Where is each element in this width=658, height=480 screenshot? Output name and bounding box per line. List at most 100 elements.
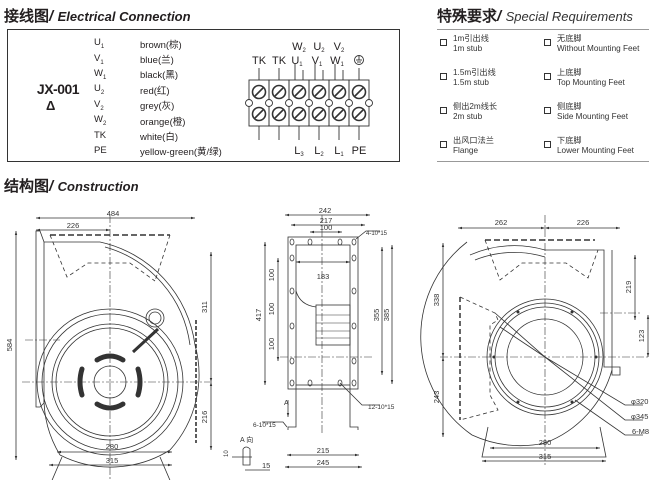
wire-code-letter: V: [94, 98, 101, 110]
dim-rear-dia-outer: φ345: [631, 412, 648, 421]
dim-side-hole-pitch-top: 100: [320, 223, 333, 232]
terminal-label-mid: TK: [252, 55, 267, 67]
link-hole: [285, 99, 293, 107]
requirement-label-en: Lower Mounting Feet: [557, 145, 634, 155]
screw-slot: [314, 109, 324, 119]
dim-rear-foot-inner: 280: [539, 438, 552, 447]
terminal-label-top: V2: [334, 41, 345, 54]
terminal-label-mid: V1: [312, 55, 323, 68]
dim-detail-height: 10: [224, 450, 230, 457]
dim-side-pitch-2: 100: [267, 303, 276, 316]
requirement-label-zh: 1m引出线: [453, 34, 489, 43]
dim-side-hole-span: 217: [320, 216, 333, 225]
wire-color: white(白): [140, 132, 179, 144]
screw-slot: [354, 87, 364, 97]
checkbox[interactable]: [440, 141, 447, 148]
title-slash: /: [49, 178, 54, 195]
checkbox[interactable]: [440, 39, 447, 46]
wire-code-letter: U: [94, 83, 101, 95]
title-slash: /: [49, 8, 54, 25]
wire-code-letter: W: [94, 114, 103, 126]
checkbox[interactable]: [544, 39, 551, 46]
checkbox[interactable]: [544, 107, 551, 114]
requirement-label-zh: 上底脚: [557, 68, 582, 77]
wire-code: U2: [94, 83, 140, 96]
wire-code-subscript: 1: [100, 44, 105, 51]
rear-view-drawing: [420, 215, 650, 467]
ground-icon: [354, 55, 364, 65]
wire-code: V2: [94, 99, 140, 112]
title-zh: 接线图: [4, 7, 50, 25]
dim-side-inner-width: 183: [317, 272, 330, 281]
terminal-label-top: U2: [313, 41, 325, 54]
screw-slot: [334, 87, 344, 97]
wire-code: PE: [94, 145, 140, 158]
link-hole: [325, 99, 333, 107]
construction-title: 结构图/ Construction: [4, 175, 139, 196]
requirement-label-zh: 无底脚: [557, 34, 582, 43]
electrical-connection-title: 接线图/ Electrical Connection: [4, 5, 191, 26]
screw-slot: [354, 109, 364, 119]
wire-code: W1: [94, 68, 140, 81]
side-view-drawing: [232, 213, 394, 471]
checkbox[interactable]: [440, 73, 447, 80]
delta-connection-symbol: Δ: [46, 98, 56, 113]
checkbox[interactable]: [544, 73, 551, 80]
dim-front-foot-inner: 280: [106, 442, 119, 451]
title-zh: 特殊要求: [437, 7, 498, 25]
wire-color: black(黑): [140, 70, 179, 82]
wire-color: blue(兰): [140, 55, 174, 67]
dim-front-foot-outer: 315: [106, 456, 119, 465]
screw-slot: [274, 109, 284, 119]
requirement-label-en: Top Mounting Feet: [557, 77, 625, 87]
wire-color: brown(棕): [140, 39, 182, 51]
requirement-label-en: Side Mounting Feet: [557, 111, 629, 121]
construction-drawings: 484 226 584 311 216 280 315 242 217 100 …: [5, 206, 650, 480]
title-en: Construction: [57, 179, 139, 194]
dim-rear-right-width: 226: [577, 218, 590, 227]
dim-front-overall-height: 584: [5, 339, 14, 352]
requirement-label-en: 2m stub: [453, 111, 483, 121]
terminal-label-bottom: PE: [352, 145, 367, 157]
wire-row: PE yellow-green(黄/绿): [94, 144, 222, 159]
requirement-label-zh: 出风口法兰: [453, 136, 494, 145]
screw-slot: [294, 109, 304, 119]
dim-rear-left-width: 262: [495, 218, 508, 227]
wire-code-letter: PE: [94, 144, 107, 156]
terminal-label-bottom: L3: [294, 145, 304, 158]
wire-color: orange(橙): [140, 116, 186, 128]
dim-front-lower-height: 216: [200, 411, 209, 424]
screw-slot: [314, 87, 324, 97]
dim-side-side-holes: 12-10*15: [368, 404, 395, 411]
detail-view-label: A 向: [240, 435, 253, 444]
dim-side-top-holes: 4-10*15: [366, 231, 388, 237]
dim-front-outlet-offset: 226: [67, 221, 80, 230]
wire-color: red(红): [140, 85, 170, 97]
link-hole: [265, 99, 273, 107]
dim-rear-outlet-height: 219: [624, 281, 633, 294]
screw-slot: [294, 87, 304, 97]
dim-rear-dia-inner: φ320: [631, 397, 648, 406]
checkbox[interactable]: [440, 107, 447, 114]
checkbox[interactable]: [544, 141, 551, 148]
dim-side-base-inner: 215: [317, 446, 330, 455]
requirement-label-en: 1.5m stub: [453, 77, 489, 87]
divider: [437, 161, 649, 162]
dim-rear-lower-height: 243: [432, 391, 441, 404]
divider: [437, 29, 649, 30]
wire-code-subscript: 1: [102, 74, 107, 81]
wire-code-subscript: 2: [100, 105, 104, 112]
terminal-label-mid: W1: [330, 55, 344, 68]
title-slash: /: [497, 8, 502, 25]
wire-color: yellow-green(黄/绿): [140, 147, 222, 159]
front-view-drawing: [14, 215, 213, 480]
